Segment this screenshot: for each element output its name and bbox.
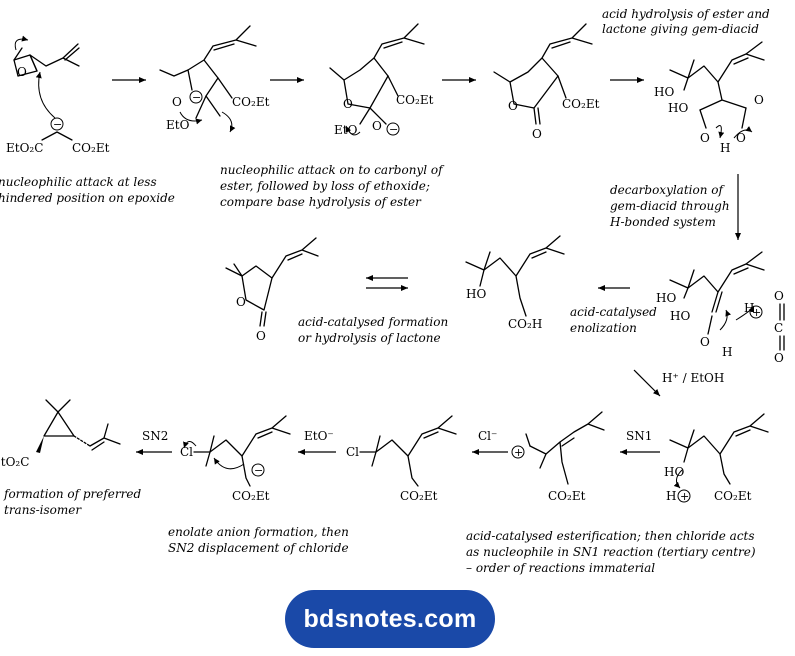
- chloro-ester-cl: Cl: [346, 445, 359, 459]
- reagent-chloride: Cl⁻: [478, 429, 497, 443]
- malonate-right-ester: CO₂Et: [72, 141, 110, 155]
- enolate-structure: Cl − CO₂Et: [180, 415, 291, 503]
- diacid-left-oh: HO: [668, 101, 688, 115]
- gamma-lactone-carbonyl-o: O: [256, 329, 266, 343]
- caption-trans-1: formation of preferred: [3, 487, 141, 501]
- carbocation-structure: + CO₂Et: [511, 411, 605, 503]
- watermark-text: bdsnotes.com: [303, 604, 477, 633]
- caption-enolate-1: enolate anion formation, then: [168, 525, 349, 539]
- gamma-lactone-structure: O O: [225, 237, 319, 343]
- lactone-ring-oxygen: O: [508, 99, 518, 113]
- caption-decarboxylation-1: decarboxylation of: [610, 183, 725, 197]
- protonated-oh: HO: [664, 465, 684, 479]
- caption-lactone-1: acid-catalysed formation: [298, 315, 448, 329]
- protonated-ester: CO₂Et: [714, 489, 752, 503]
- caption-attack-epoxide-2: hindered position on epoxide: [0, 191, 175, 205]
- enol-hydroxyl: HO: [656, 291, 676, 305]
- caption-enolization-1: acid-catalysed: [570, 305, 657, 319]
- tetrahedral-intermediate-structure: O CO₂Et EtO O −: [329, 23, 434, 137]
- caption-lactone-2: or hydrolysis of lactone: [298, 331, 441, 345]
- carbocation-ester: CO₂Et: [548, 489, 586, 503]
- alkoxide-ester: CO₂Et: [232, 95, 270, 109]
- arrow-esterification: [633, 369, 661, 397]
- svg-text:+: +: [680, 490, 689, 503]
- alkoxide-ethoxy: EtO: [166, 118, 190, 132]
- svg-text:−: −: [53, 118, 62, 131]
- reagent-ethoxide: EtO⁻: [304, 429, 334, 443]
- diacid-left-o: O: [700, 131, 710, 145]
- cyclopropane-ester: EtO₂C: [0, 455, 29, 469]
- lactone-carbonyl-oxygen: O: [532, 127, 542, 141]
- caption-enolate-2: SN2 displacement of chloride: [168, 541, 349, 555]
- chloro-ester-co2et: CO₂Et: [400, 489, 438, 503]
- caption-acid-hydrolysis-1: acid hydrolysis of ester and: [602, 7, 770, 21]
- svg-text:+: +: [752, 306, 761, 319]
- caption-esterification-3: – order of reactions immaterial: [466, 561, 655, 575]
- caption-enolization-2: enolization: [570, 321, 637, 335]
- caption-decarboxylation-2: gem-diacid through: [610, 199, 730, 213]
- epoxide-oxygen: O: [17, 65, 27, 79]
- caption-decarboxylation-3: H-bonded system: [609, 215, 716, 229]
- caption-acid-hydrolysis-2: lactone giving gem-diacid: [602, 22, 759, 36]
- reagent-h-etoh: H⁺ / EtOH: [662, 371, 724, 385]
- trans-cyclopropane-structure: EtO₂C: [0, 399, 121, 469]
- co2-c: C: [774, 321, 783, 335]
- co2-proton: H: [744, 301, 754, 315]
- enolate-cl: Cl: [180, 445, 193, 459]
- caption-attack-epoxide-1: nucleophilic attack at less: [0, 175, 157, 189]
- protonated-h: H: [666, 489, 676, 503]
- epoxide-malonate-structure: O − EtO₂C CO₂Et: [6, 35, 110, 155]
- alkoxide-oxygen: O: [172, 95, 182, 109]
- co2-o-top: O: [774, 289, 784, 303]
- lactone-ester-structure: O O CO₂Et: [493, 23, 600, 141]
- enol-co2-structure: HO HO O H + H O C O: [656, 251, 785, 365]
- svg-text:−: −: [389, 123, 398, 136]
- reagent-sn1: SN1: [626, 429, 652, 443]
- caption-carbonyl-attack-1: nucleophilic attack on to carbonyl of: [220, 163, 445, 177]
- caption-esterification-2: as nucleophile in SN1 reaction (tertiary…: [466, 545, 756, 559]
- gem-diacid-structure: acid hydrolysis of ester and lactone giv…: [602, 7, 770, 155]
- reagent-sn2: SN2: [142, 429, 168, 443]
- tetrahedral-oxide: O: [372, 119, 382, 133]
- diacid-hydrogen: H: [720, 141, 730, 155]
- diacid-right-o2: O: [736, 131, 746, 145]
- caption-trans-2: trans-isomer: [4, 503, 82, 517]
- protonated-alcohol-ester-structure: HO H + CO₂Et: [664, 413, 769, 503]
- tetrahedral-ester: CO₂Et: [396, 93, 434, 107]
- diacid-hydroxyl: HO: [654, 85, 674, 99]
- chloro-ester-structure: Cl CO₂Et: [346, 415, 457, 503]
- enolate-ester: CO₂Et: [232, 489, 270, 503]
- diacid-right-o: O: [754, 93, 764, 107]
- svg-text:−: −: [192, 91, 201, 104]
- gamma-lactone-ring-o: O: [236, 295, 246, 309]
- malonate-left-ester: EtO₂C: [6, 141, 43, 155]
- caption-carbonyl-attack-2: ester, followed by loss of ethoxide;: [220, 179, 430, 193]
- enol-oxygen: O: [700, 335, 710, 349]
- ring-oxygen-3: O: [343, 97, 353, 111]
- svg-text:+: +: [514, 446, 523, 459]
- watermark-badge: bdsnotes.com: [285, 590, 495, 648]
- svg-text:−: −: [254, 464, 263, 477]
- hydroxy-acid-structure: HO CO₂H: [465, 235, 565, 331]
- co2-o-bottom: O: [774, 351, 784, 365]
- lactone-ester-group: CO₂Et: [562, 97, 600, 111]
- alkoxide-intermediate-structure: O − CO₂Et EtO: [159, 25, 270, 133]
- enol-hydrogen: H: [722, 345, 732, 359]
- caption-carbonyl-attack-3: compare base hydrolysis of ester: [220, 195, 422, 209]
- caption-esterification-1: acid-catalysed esterification; then chlo…: [466, 529, 755, 543]
- hydroxy-acid-carboxyl: CO₂H: [508, 317, 542, 331]
- enol-oh: HO: [670, 309, 690, 323]
- hydroxy-acid-oh: HO: [466, 287, 486, 301]
